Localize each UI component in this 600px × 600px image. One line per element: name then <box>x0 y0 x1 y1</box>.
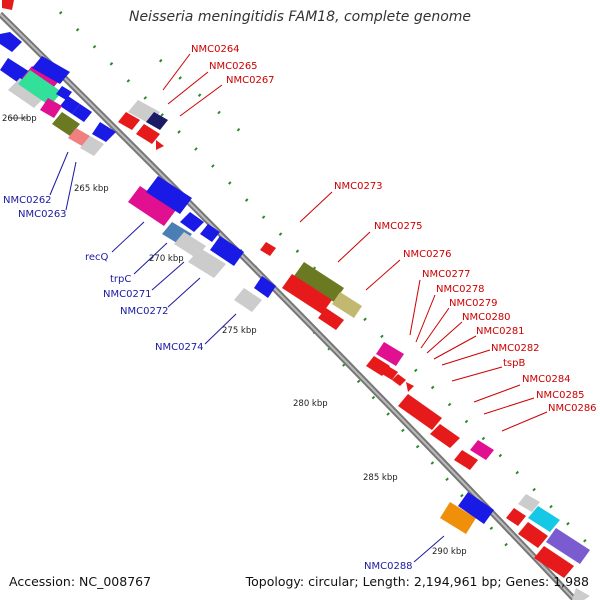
tick-label: 265 kbp <box>74 184 109 194</box>
gene-block <box>546 528 590 564</box>
gene-arrow <box>534 546 574 578</box>
gene-label: NMC0276 <box>403 249 452 260</box>
gene-block <box>52 112 80 136</box>
gene-arrow <box>60 96 80 114</box>
inner-leaders <box>49 151 445 563</box>
gene-block <box>440 502 476 534</box>
gene-label: NMC0279 <box>449 298 498 309</box>
accession-text: Accession: NC_008767 <box>9 574 152 589</box>
gene-arrow <box>318 308 344 330</box>
genome-backbone <box>0 11 578 600</box>
gene-label: NMC0281 <box>476 326 525 337</box>
gene-block <box>8 78 46 108</box>
gene-label: NMC0265 <box>209 61 258 72</box>
inner-gene-labels: NMC0262 NMC0263 recQ trpC NMC0271 NMC027… <box>3 195 413 572</box>
gene-arrow <box>254 276 276 298</box>
gene-block <box>518 494 540 512</box>
tick-label: 270 kbp <box>149 254 184 264</box>
gene-label: NMC0285 <box>536 390 585 401</box>
gene-label: NMC0284 <box>522 374 571 385</box>
gene-label: NMC0273 <box>334 181 383 192</box>
gene-arrow <box>92 122 116 142</box>
gene-arrow <box>146 176 192 214</box>
gene-block <box>40 98 62 118</box>
gene-label: NMC0262 <box>3 195 52 206</box>
gene-label: NMC0280 <box>462 312 511 323</box>
gene-block <box>188 248 226 278</box>
gene-block <box>572 588 590 600</box>
ruler: 260 kbp 265 kbp 270 kbp 275 kbp 280 kbp … <box>2 114 467 557</box>
gene-arrow <box>2 0 14 10</box>
tick-label: 260 kbp <box>2 114 37 124</box>
gene-arrow <box>200 224 220 242</box>
gene-label: NMC0274 <box>155 342 204 353</box>
inner-genes <box>0 32 494 534</box>
gene-arrow <box>260 242 276 256</box>
gene-block <box>18 70 62 106</box>
gene-block <box>376 342 404 366</box>
gene-arrow <box>430 424 460 448</box>
gene-arrow <box>210 236 244 266</box>
gene-label: NMC0288 <box>364 561 413 572</box>
map-title: Neisseria meningitidis FAM18, complete g… <box>128 9 472 25</box>
gene-arrow <box>32 56 70 84</box>
gene-arrow <box>506 508 526 526</box>
gene-arrow <box>458 492 494 524</box>
gene-arrow <box>398 394 442 430</box>
gene-arrow <box>72 104 92 122</box>
gene-arrow <box>406 382 414 392</box>
gene-arrow <box>366 356 390 376</box>
gene-label: trpC <box>110 274 131 285</box>
gene-label: NMC0267 <box>226 75 275 86</box>
gene-label: NMC0264 <box>191 44 240 55</box>
gene-label: NMC0272 <box>120 306 169 317</box>
gene-block <box>234 288 262 312</box>
genome-summary-text: Topology: circular; Length: 2,194,961 bp… <box>245 574 589 589</box>
tick-label: 275 kbp <box>222 326 257 336</box>
gene-label: NMC0277 <box>422 269 471 280</box>
gene-arrow <box>180 212 204 232</box>
gene-label: NMC0275 <box>374 221 423 232</box>
gene-block <box>294 262 344 302</box>
gene-arrow <box>382 366 398 380</box>
gene-arrow <box>454 450 478 470</box>
gene-label: NMC0282 <box>491 343 540 354</box>
gene-label: NMC0286 <box>548 403 597 414</box>
gene-arrow <box>518 522 548 548</box>
gene-block <box>528 506 560 532</box>
gene-block <box>68 128 90 146</box>
gene-arrow <box>392 374 406 386</box>
tick-label: 280 kbp <box>293 399 328 409</box>
tick-label: 285 kbp <box>363 473 398 483</box>
gene-arrow <box>282 274 332 314</box>
gene-arrow <box>136 124 160 144</box>
gene-arrow <box>156 140 164 150</box>
gene-label: recQ <box>85 252 109 263</box>
gene-block <box>128 186 176 226</box>
gene-arrow <box>118 112 140 130</box>
gene-block <box>80 136 104 156</box>
gene-block <box>332 292 362 318</box>
gene-arrow <box>0 32 22 52</box>
tick-label: 290 kbp <box>432 547 467 557</box>
outer-leaders <box>162 53 548 432</box>
gene-label: tspB <box>503 358 525 369</box>
gene-label: NMC0271 <box>103 289 152 300</box>
gene-block <box>470 440 494 460</box>
gene-block <box>146 112 168 130</box>
gene-label: NMC0278 <box>436 284 485 295</box>
outer-gene-labels: NMC0264 NMC0265 NMC0267 NMC0273 NMC0275 … <box>191 44 597 414</box>
gene-label: NMC0263 <box>18 209 67 220</box>
